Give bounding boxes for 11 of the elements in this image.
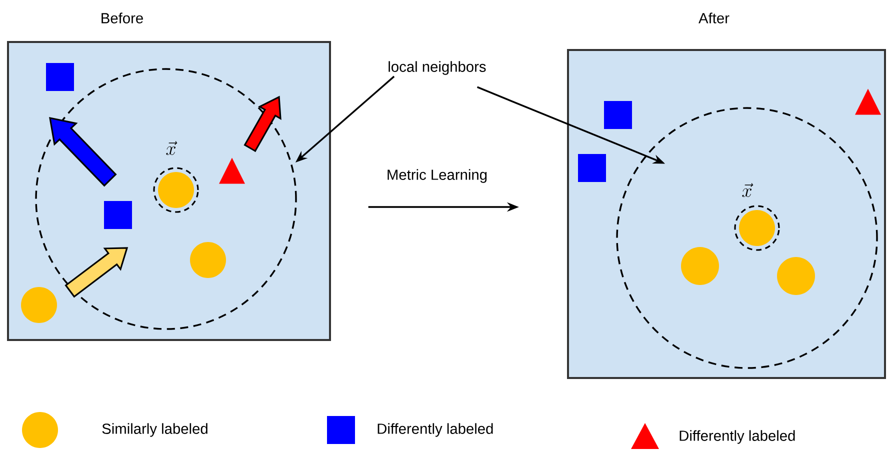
panel-title: After	[698, 12, 730, 24]
vector-label: $\vec{x}$	[166, 141, 178, 156]
vector-label: $\vec{x}$	[742, 183, 754, 198]
neighborhood-circle	[616, 107, 878, 369]
edge-label: Metric Learning	[388, 169, 487, 183]
legend-text: Differently labeled	[378, 423, 493, 437]
legend-text: Differently labeled	[680, 430, 795, 444]
callout-text: local neighbors	[388, 61, 486, 75]
legend-text: Similarly labeled	[102, 423, 208, 437]
panel-title: Before	[102, 12, 143, 24]
neighborhood-circle	[35, 68, 297, 330]
